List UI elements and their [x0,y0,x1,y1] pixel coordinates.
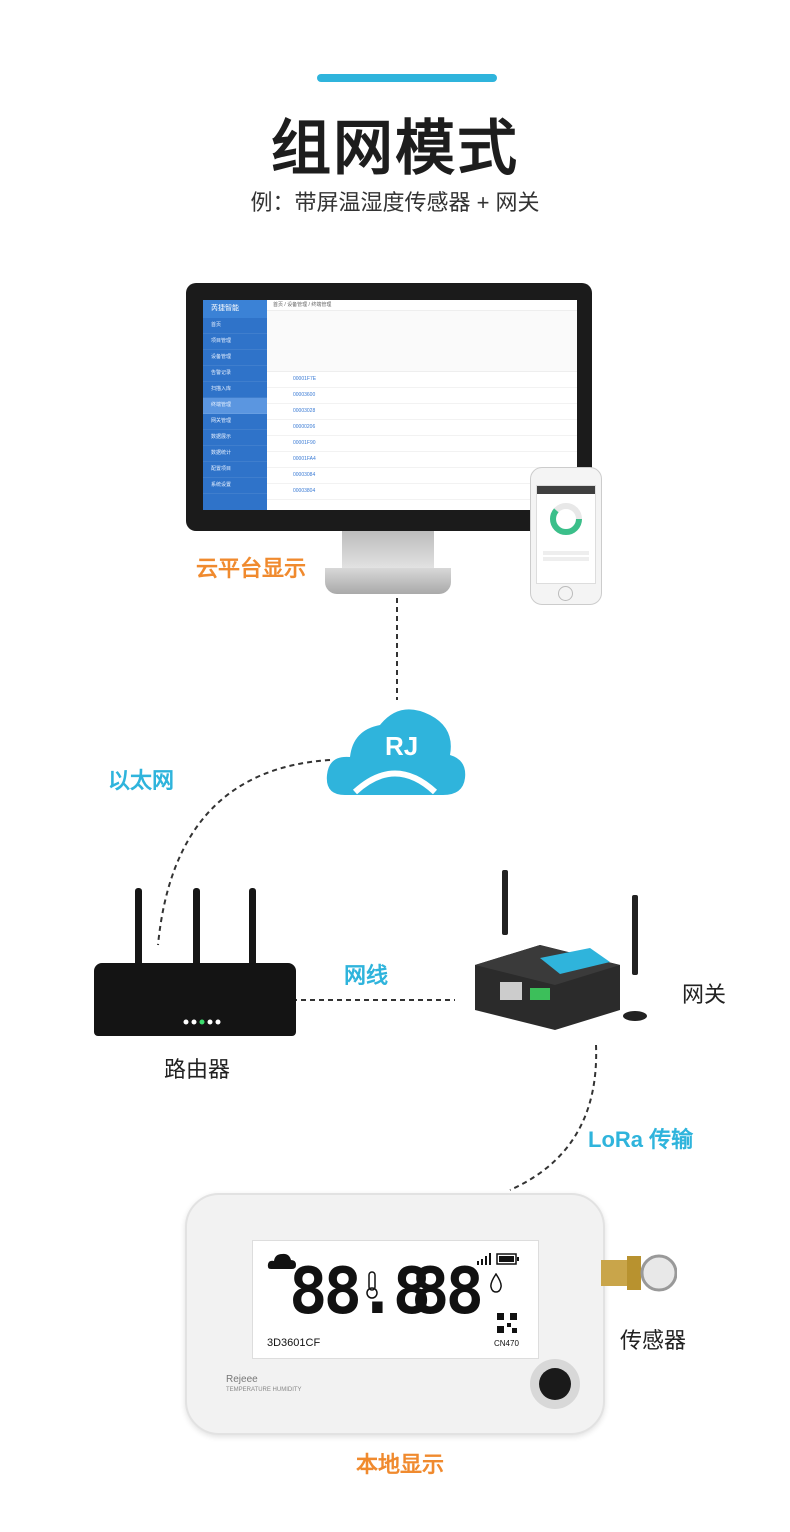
dashboard-filters [267,311,577,372]
monitor-screen: 芮捷智能 首页 项目管理 设备管理 告警记录 扫描入库 终端管理 网关管理 数据… [203,300,577,510]
phone-home-button [558,586,573,601]
dashboard-logo: 芮捷智能 [203,300,267,318]
sidebar-item: 网关管理 [203,414,267,430]
label-local-display: 本地显示 [356,1452,445,1477]
sensor-probe-connector [601,1254,677,1292]
phone-screen [536,485,596,584]
label-sensor: 传感器 [620,1328,687,1353]
sensor-brand: Rejeee [226,1374,258,1385]
sensor-lcd: 88.8 88 3D3601CF CN470 [252,1240,539,1359]
table-row: 00001F90 [267,436,577,452]
lcd-model: CN470 [494,1339,519,1348]
battery-icon [496,1253,519,1265]
sensor-brand-subtitle: TEMPERATURE HUMIDITY [226,1387,302,1393]
sensor-button [539,1368,571,1400]
lcd-temperature-digits: 88.8 [289,1255,431,1329]
lcd-humidity-digits: 88 [411,1255,484,1329]
monitor-stand-neck [342,531,434,571]
router [94,963,296,1036]
label-ethernet: 以太网 [108,768,175,793]
sidebar-item: 数据展示 [203,430,267,446]
donut-chart-icon [550,503,582,535]
sidebar-item: 扫描入库 [203,382,267,398]
table-row: 00003804 [267,484,577,500]
table-row: 00003600 [267,388,577,404]
sidebar-item: 首页 [203,318,267,334]
table-row: 00003028 [267,404,577,420]
label-router: 路由器 [164,1057,231,1082]
sidebar-item: 项目管理 [203,334,267,350]
dashboard-sidebar: 芮捷智能 首页 项目管理 设备管理 告警记录 扫描入库 终端管理 网关管理 数据… [203,300,267,510]
dashboard-breadcrumb: 首页 / 设备管理 / 终端管理 [267,300,577,311]
router-status-lights [183,1019,221,1025]
label-cloud-display: 云平台显示 [196,556,307,581]
page-title: 组网模式 [271,115,519,182]
router-antennas [135,888,256,966]
label-cable: 网线 [344,963,389,988]
gateway-device [475,870,647,1030]
sidebar-item: 配置项目 [203,462,267,478]
table-row: 00001F7E [267,372,577,388]
qr-code-icon [497,1313,517,1333]
sidebar-item: 设备管理 [203,350,267,366]
svg-text:RJ: RJ [385,731,418,761]
dashboard-main: 首页 / 设备管理 / 终端管理 00001F7E 00003600 00003… [267,300,577,510]
monitor-stand-base [325,568,451,594]
sidebar-item-selected: 终端管理 [203,398,267,414]
cloud-logo-icon [267,1253,296,1269]
water-drop-icon [490,1273,502,1293]
sidebar-item: 告警记录 [203,366,267,382]
cloud-icon: RJ [326,709,466,795]
table-row: 00001FA4 [267,452,577,468]
table-row: 00003084 [267,468,577,484]
label-gateway: 网关 [682,982,727,1007]
table-row: 00000206 [267,420,577,436]
signal-icon [477,1253,491,1265]
lcd-serial-number: 3D3601CF [267,1337,321,1349]
title-accent-bar [317,74,497,82]
page-subtitle: 例：带屏温湿度传感器 + 网关 [250,190,540,215]
label-lora: LoRa 传输 [588,1127,694,1152]
sidebar-item: 数据统计 [203,446,267,462]
sidebar-item: 系统设置 [203,478,267,494]
thermometer-icon [366,1271,378,1299]
